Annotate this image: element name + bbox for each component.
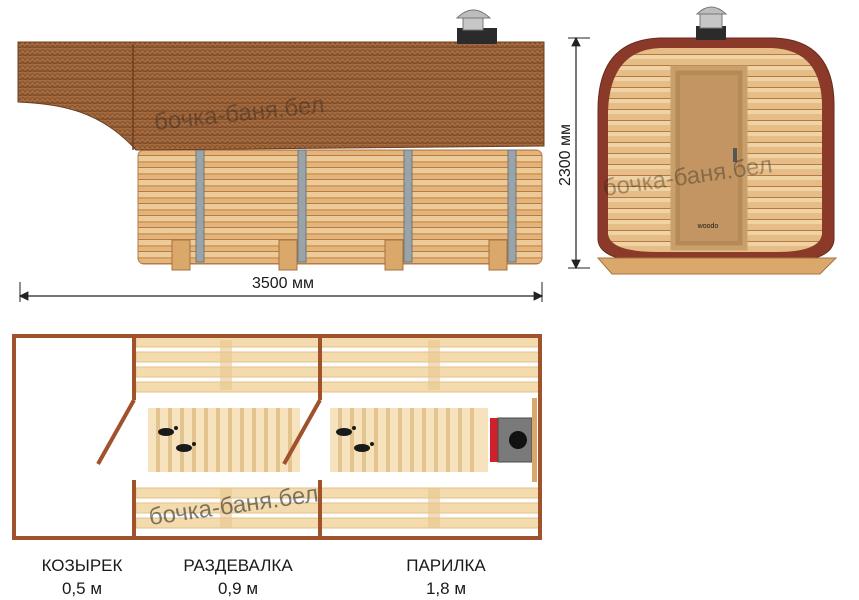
door-handle [733,148,737,162]
floor-grate-steam-room [330,408,488,472]
footprints-icon [158,426,196,452]
hoop [195,149,205,263]
hoop [507,149,517,263]
room-labels: КОЗЫРЕК 0,5 м РАЗДЕВАЛКА 0,9 м ПАРИЛКА 1… [42,556,487,598]
hoop [297,149,307,263]
walls [12,334,542,540]
door-steam-room [282,399,322,465]
support-block [384,239,404,271]
side-view: бочка-баня.бел [17,9,545,271]
support-block [278,239,298,271]
barrel-body [137,149,543,265]
room-name-canopy: КОЗЫРЕК [42,556,123,575]
room-size-steam: 1,8 м [426,579,466,598]
door-dressing-room [96,399,136,465]
stove-icon [490,398,537,482]
support-block [488,239,508,271]
hoop [403,149,413,263]
length-label: 3500 мм [252,275,314,292]
support-block [171,239,191,271]
height-dimension: 2300 мм [557,36,590,270]
door-logo: woodo [697,223,719,230]
room-size-canopy: 0,5 м [62,579,102,598]
front-view: woodo бочка-баня.бел [596,6,838,275]
chimney-icon [455,9,497,44]
length-dimension: 3500 мм [18,275,544,302]
footprints-icon [336,426,374,452]
room-name-dressing: РАЗДЕВАЛКА [183,556,293,575]
chimney-icon [695,6,728,40]
shingle-roof [17,41,545,151]
room-size-dressing: 0,9 м [218,579,258,598]
floor-plan: бочка-баня.бел [12,334,542,540]
room-name-steam: ПАРИЛКА [406,556,486,575]
floor-grate-dressing-room [148,408,300,472]
height-label: 2300 мм [557,124,574,186]
